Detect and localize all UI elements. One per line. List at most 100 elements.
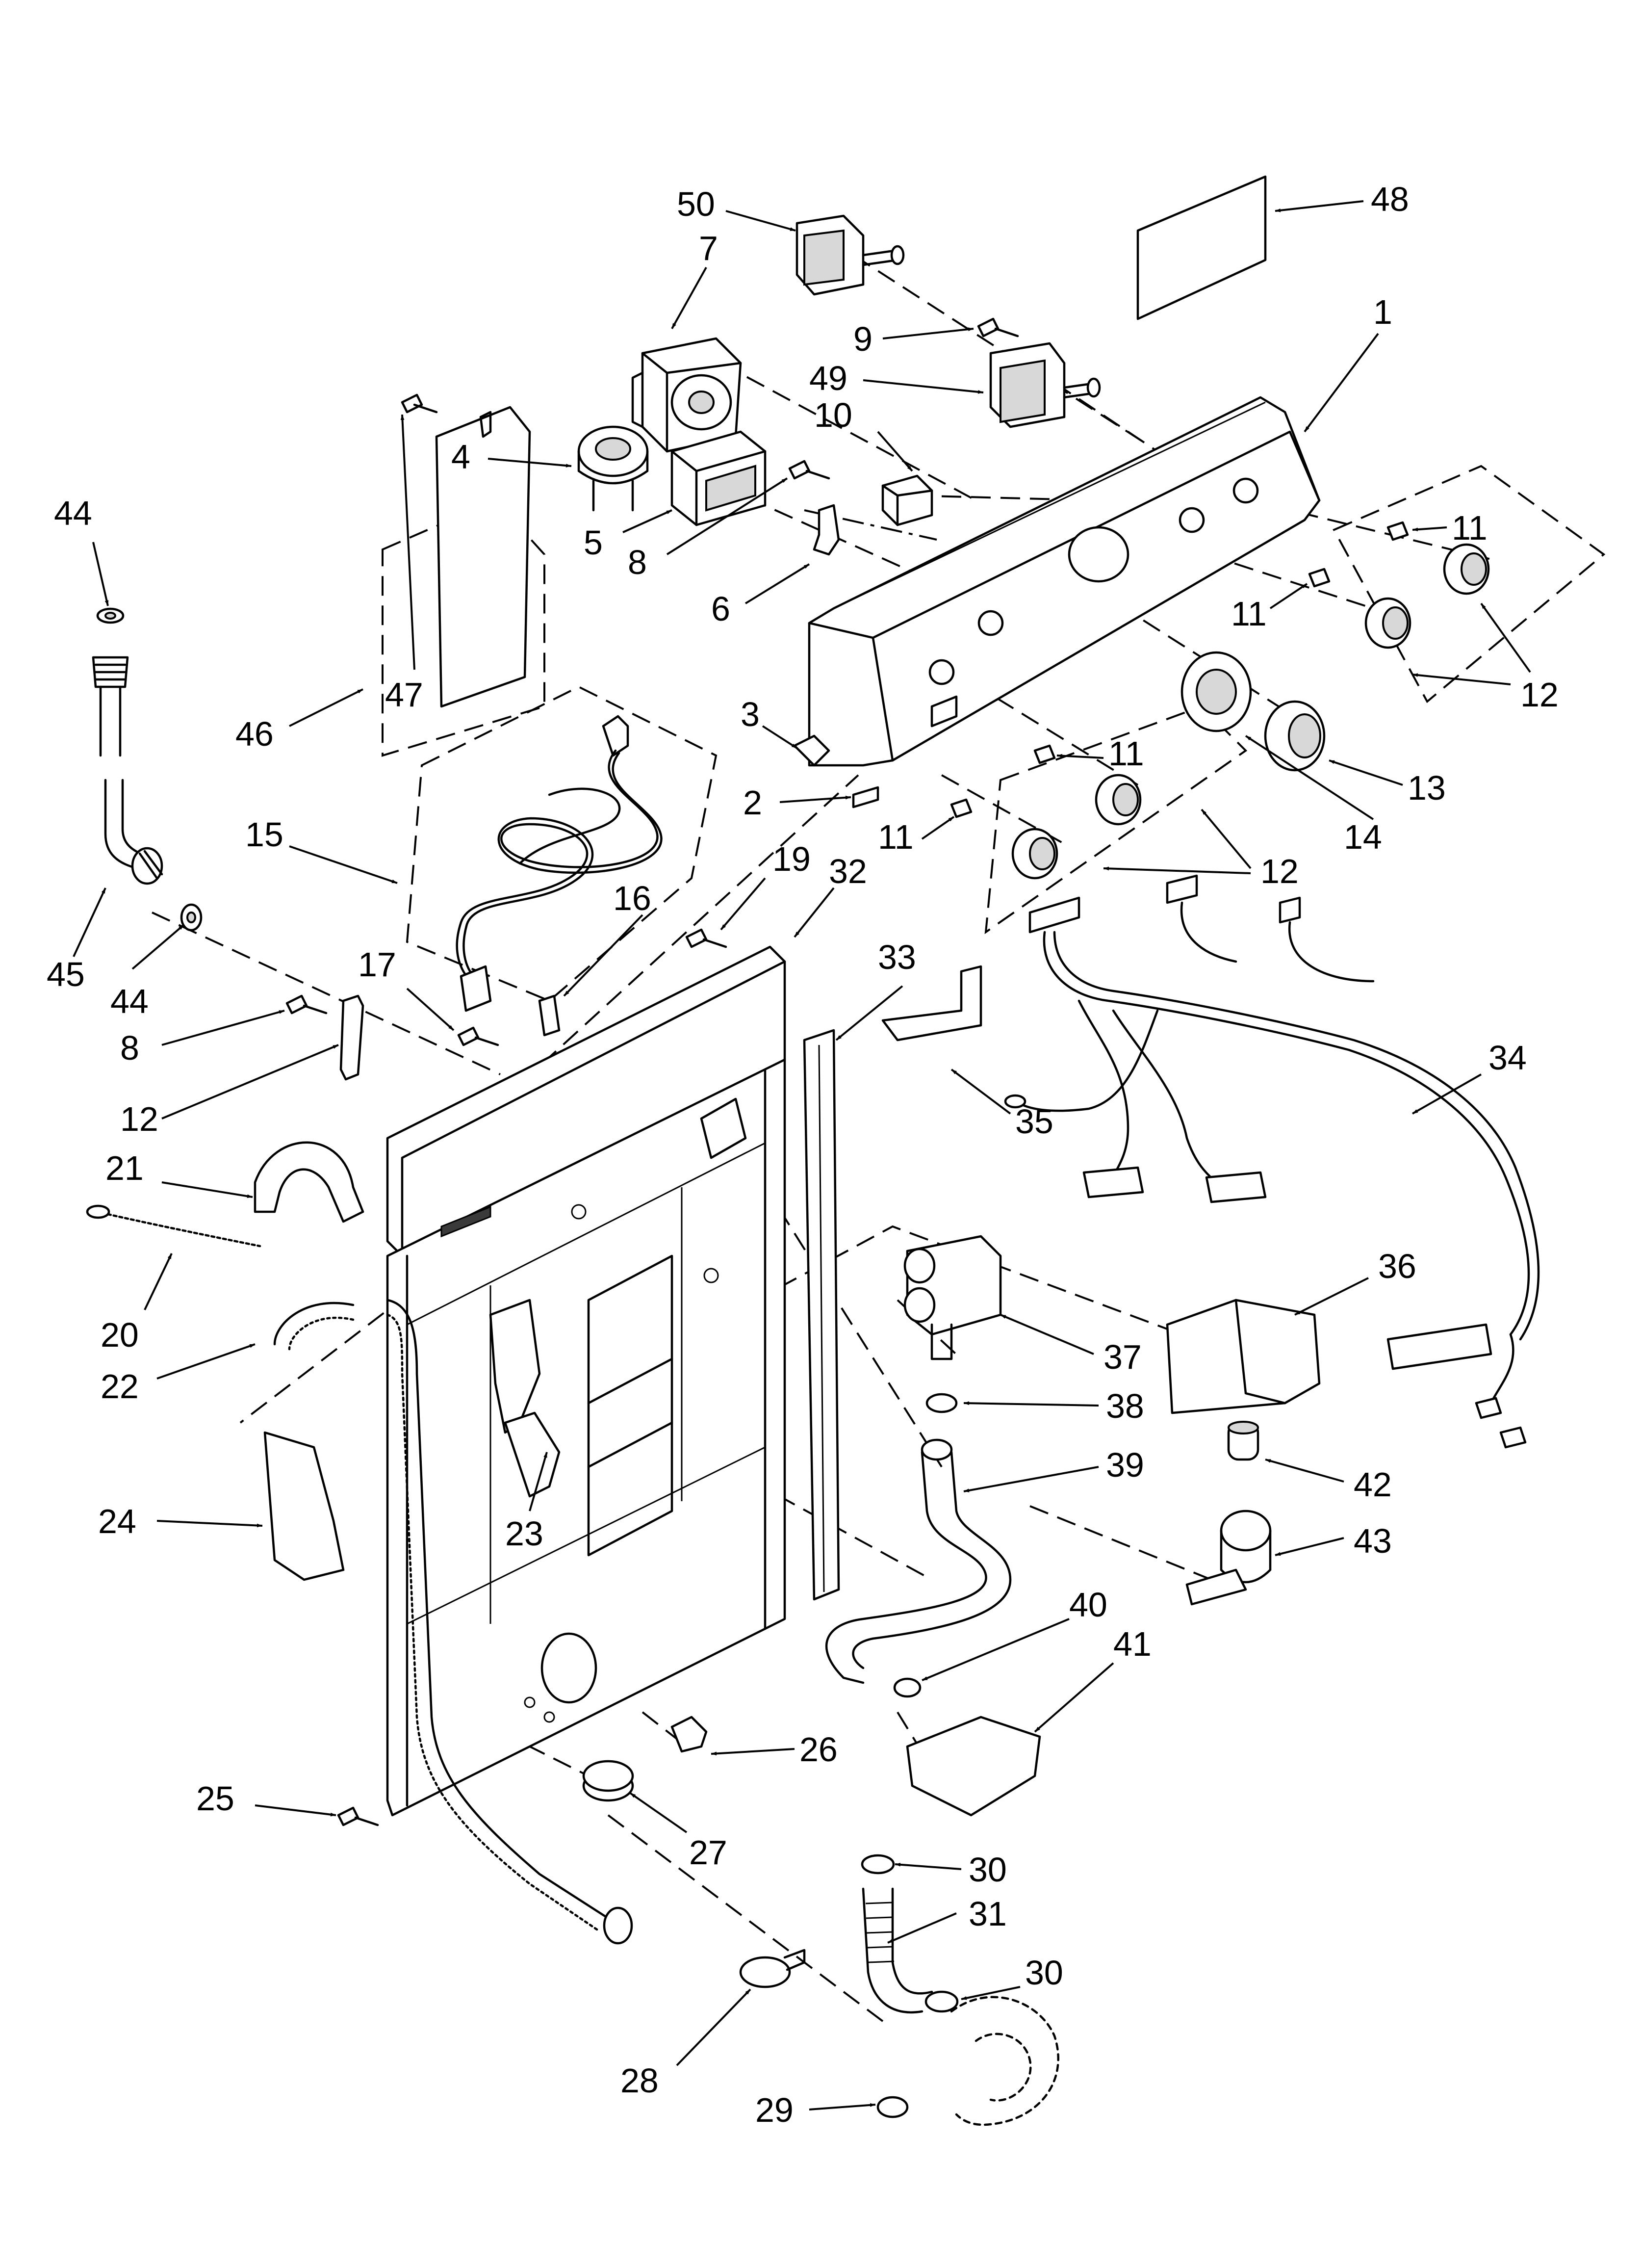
callout-24: 24 (98, 1502, 136, 1540)
part-47-panel (435, 406, 531, 708)
callout-11-d: 11 (878, 818, 914, 856)
callout-27: 27 (689, 1833, 727, 1872)
callout-9: 9 (853, 320, 872, 358)
callout-19: 19 (772, 840, 811, 878)
callout-33: 33 (878, 938, 916, 976)
part-21-guard (254, 1141, 364, 1223)
part-24-bracket (263, 1431, 345, 1581)
callout-3: 3 (741, 695, 760, 733)
part-22-hose (273, 1299, 633, 1945)
callout-45: 45 (47, 955, 85, 993)
callout-11-c: 11 (1108, 734, 1144, 773)
callout-14: 14 (1344, 818, 1382, 856)
callout-22: 22 (101, 1367, 139, 1406)
callout-2: 2 (743, 783, 762, 822)
part-31-hose (862, 1887, 1059, 2126)
knobs (950, 521, 1490, 880)
callout-29: 29 (755, 2091, 794, 2129)
callout-15: 12 (120, 1100, 158, 1138)
callout-48: 48 (1371, 180, 1409, 218)
part-1-console (808, 396, 1321, 767)
callout-18: 17 (358, 945, 396, 984)
callout-37: 37 (1103, 1338, 1142, 1376)
callout-11-b: 11 (1231, 595, 1267, 633)
callout-20: 20 (101, 1316, 139, 1354)
callout-30-a: 30 (969, 1851, 1007, 1889)
part-4-pressure-switch (577, 425, 649, 512)
callout-11-a: 11 (1452, 509, 1488, 547)
callout-21: 21 (105, 1149, 144, 1187)
part-50-switch (795, 214, 905, 296)
part-49-switch (989, 342, 1101, 428)
callout-1: 1 (1373, 293, 1392, 331)
part-39-hose (825, 1438, 1012, 1684)
callout-6: 6 (711, 590, 730, 628)
callout-25: 25 (196, 1779, 234, 1818)
part-42-cap (1227, 1421, 1259, 1461)
part-41-bracket (906, 1716, 1041, 1817)
callout-43: 43 (1354, 1522, 1392, 1560)
callout-40: 40 (1069, 1586, 1107, 1624)
callout-30-b: 30 (1025, 1954, 1063, 1992)
callout-12-a: 12 (1520, 676, 1559, 714)
callout-39: 39 (1106, 1446, 1144, 1484)
callout-35: 35 (1015, 1102, 1053, 1141)
part-43-motor (1185, 1510, 1272, 1606)
callout-26: 26 (799, 1730, 838, 1769)
part-35-bracket (881, 965, 982, 1042)
callout-13: 13 (1408, 769, 1446, 807)
callout-7: 7 (699, 229, 718, 267)
callout-12-b: 12 (1260, 852, 1299, 890)
part-29-clamp (876, 2096, 909, 2118)
callout-17: 16 (613, 879, 651, 917)
callout-23: 23 (505, 1514, 543, 1553)
part-20-tie (86, 1204, 261, 1248)
part-48-label-sheet (1136, 175, 1267, 320)
callout-8-upper: 8 (628, 543, 647, 581)
part-40-clamp (893, 1677, 922, 1698)
callout-44-b: 44 (110, 982, 149, 1020)
part-2-label (852, 786, 879, 808)
screw-parts (285, 317, 1019, 1826)
part-34-wire-harness (1004, 874, 1540, 1449)
part-27-clamp (582, 1760, 634, 1802)
part-26-plug (670, 1716, 708, 1753)
part-28-clamp (739, 1949, 806, 1988)
callout-44-a: 44 (54, 494, 92, 532)
part-37-water-valve (903, 1235, 1002, 1360)
callout-4: 4 (451, 438, 470, 476)
callout-28: 28 (620, 2061, 659, 2100)
part-38-clamp (925, 1393, 958, 1413)
callout-16: 15 (245, 815, 283, 854)
part-10-module (881, 474, 933, 526)
callout-10: 10 (814, 396, 852, 434)
callout-50: 50 (677, 185, 715, 223)
part-32-rear-panel (386, 945, 786, 1817)
cover-edge (1234, 1299, 1286, 1405)
callout-31: 31 (969, 1895, 1007, 1933)
part-23-bracket (504, 1411, 561, 1498)
callout-41: 41 (1113, 1625, 1152, 1663)
callout-5: 5 (584, 523, 603, 562)
callout-47: 47 (385, 676, 423, 714)
callout-38: 38 (1106, 1387, 1144, 1425)
callout-46: 46 (235, 715, 274, 753)
part-6-bracket (813, 504, 840, 556)
callout-34: 34 (1488, 1039, 1527, 1077)
part-3-clip (793, 734, 830, 767)
callout-8-lower: 8 (120, 1029, 139, 1067)
part-44-45-fitting (92, 607, 203, 932)
part-30-clamp-b (924, 1990, 959, 2013)
part-15-bracket (339, 994, 364, 1081)
part-30-clamp-a (861, 1854, 895, 1875)
part-5-control (670, 430, 767, 526)
part-16-power-cord (456, 715, 663, 1037)
panel-tab (479, 411, 492, 438)
callout-32: 32 (829, 852, 867, 890)
part-36-cover (1166, 1299, 1321, 1414)
callout-49: 49 (809, 359, 847, 397)
callout-36: 36 (1378, 1247, 1416, 1285)
callout-42: 42 (1354, 1465, 1392, 1504)
callouts: 50 7 48 9 49 10 1 4 5 8 6 11 11 (47, 180, 1559, 2129)
